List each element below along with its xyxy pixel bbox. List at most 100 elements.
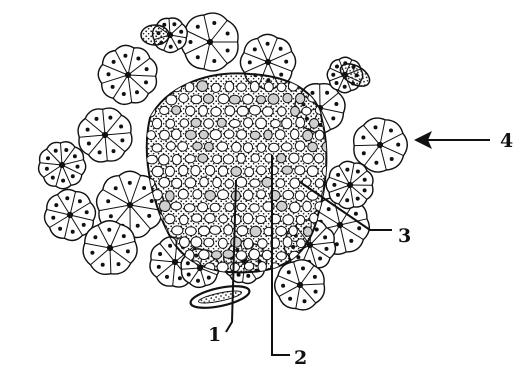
islet-cell: [225, 180, 234, 189]
islet-cell: [290, 178, 300, 188]
islet-cell: [250, 81, 259, 92]
islet-cell: [243, 143, 252, 153]
islet-cell: [296, 117, 305, 128]
acinus-rosette: [39, 142, 86, 189]
acinus-rosette: [275, 260, 325, 310]
islet-cell: [225, 106, 235, 116]
islet-cell: [231, 237, 242, 247]
islet-cell: [307, 166, 318, 177]
islet-cell: [283, 190, 294, 199]
islet-cell: [191, 95, 201, 104]
islet-cell: [282, 166, 292, 174]
islet-cell: [251, 154, 259, 163]
islet-cell: [172, 155, 181, 165]
islet-cell: [276, 179, 285, 188]
islet-cell: [249, 249, 260, 260]
islet-cell: [257, 96, 266, 104]
islet-cell: [166, 142, 175, 150]
islet-cell: [283, 215, 294, 225]
islet-cell: [250, 131, 260, 139]
label-4: 4: [500, 130, 513, 152]
islet-cell: [258, 239, 268, 249]
islet-cell: [180, 215, 189, 225]
stippled-blob-top: [141, 25, 169, 45]
islet-cell: [218, 190, 229, 200]
islet-cell: [205, 214, 215, 223]
islet-cell: [291, 129, 299, 139]
islet-cell: [218, 238, 227, 248]
islet-cell: [179, 94, 188, 103]
islet-cell: [243, 213, 253, 223]
islet-cell: [231, 167, 241, 177]
islet-cell: [277, 154, 286, 163]
islet-cell: [160, 130, 170, 140]
islet-cell: [152, 118, 161, 129]
islet-cell: [282, 118, 292, 129]
islet-cell: [185, 227, 196, 236]
islet-cell: [297, 239, 306, 248]
islet-cell: [210, 203, 220, 212]
islet-cell: [237, 203, 246, 211]
islet-cell: [237, 83, 246, 91]
islet-cell: [262, 250, 271, 260]
islet-cell: [179, 165, 188, 176]
islet-cell: [204, 142, 213, 151]
islet-cell: [271, 120, 281, 128]
islet-cell: [213, 155, 222, 164]
acinus-rosette: [181, 13, 238, 71]
islet-cell: [166, 95, 177, 105]
islet-cell: [277, 252, 287, 260]
islet-cell: [244, 118, 253, 128]
islet-cell: [184, 204, 195, 212]
islet-cell: [277, 83, 286, 92]
islet-cell: [290, 202, 300, 213]
islet-cell: [210, 130, 221, 140]
islet-cell: [172, 106, 181, 115]
islet-cell: [217, 118, 226, 127]
islet-cell: [212, 251, 222, 259]
islet-cell: [199, 250, 209, 260]
islet-cell: [192, 214, 202, 222]
islet-cell: [283, 93, 292, 102]
islet-cell: [314, 154, 323, 163]
islet-cell: [250, 204, 260, 212]
islet-cell: [223, 155, 233, 164]
islet-cell: [295, 141, 305, 151]
islet-cell: [304, 227, 313, 236]
islet-cell: [295, 166, 305, 175]
islet-cell: [288, 81, 298, 91]
islet-cell: [224, 225, 233, 235]
islet-cell: [303, 201, 312, 211]
islet-cell: [277, 201, 287, 211]
islet-cell: [217, 262, 228, 272]
islet-cell: [256, 118, 267, 129]
islet-cell: [185, 178, 196, 188]
islet-cell: [185, 130, 196, 139]
islet-cell: [204, 238, 214, 247]
islet-cell: [165, 166, 174, 176]
islet-cell: [250, 226, 261, 237]
islet-cell: [264, 82, 273, 92]
islet-cell: [159, 155, 169, 165]
islet-cell: [269, 143, 279, 152]
islet-cell: [166, 191, 175, 201]
islet-cell: [263, 107, 274, 116]
islet-cell: [186, 106, 195, 116]
islet-cell: [160, 201, 171, 212]
islet-cell: [146, 155, 157, 164]
islet-cell: [264, 130, 272, 140]
islet-cell: [250, 179, 260, 187]
islet-cell: [244, 238, 253, 249]
islet-cell: [302, 107, 311, 115]
islet-cell: [244, 190, 253, 200]
islet-cell: [178, 142, 188, 151]
islet-cell: [278, 107, 287, 116]
islet-cell: [291, 106, 300, 116]
islet-cell: [205, 191, 216, 201]
islet-cell: [225, 81, 234, 92]
islet-cell: [191, 237, 202, 248]
islet-cell: [237, 153, 245, 163]
acinus-rosette: [98, 45, 157, 104]
